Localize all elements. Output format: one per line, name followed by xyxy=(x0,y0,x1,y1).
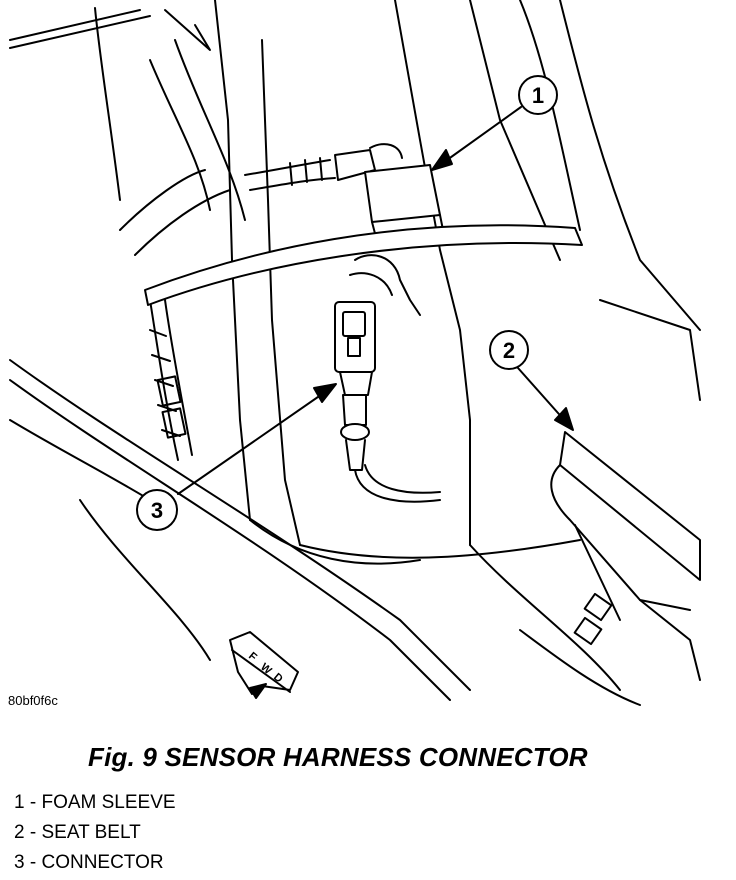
seat-belt xyxy=(550,431,701,681)
figure-reference-code: 80bf0f6c xyxy=(8,693,58,708)
legend-label: FOAM SLEEVE xyxy=(41,792,176,813)
wiring-harness xyxy=(119,9,246,461)
forward-direction-arrow: F W D xyxy=(229,631,299,699)
legend-separator: - xyxy=(29,792,37,813)
legend-label: CONNECTOR xyxy=(41,852,164,873)
legend-item: 2 - SEAT BELT xyxy=(14,820,176,850)
callout-2: 2 xyxy=(489,330,574,431)
callout-3: 3 xyxy=(136,383,337,531)
callout-1-number: 1 xyxy=(532,83,544,108)
connector-assembly xyxy=(334,254,441,503)
legend-item: 3 - CONNECTOR xyxy=(14,850,176,880)
seat-belt-strap xyxy=(144,224,583,306)
callout-1: 1 xyxy=(431,75,558,171)
legend-item: 1 - FOAM SLEEVE xyxy=(14,790,176,820)
floor-panel xyxy=(9,359,641,706)
legend-number: 3 xyxy=(14,852,25,873)
sensor-harness-illustration: 1 2 3 F W D xyxy=(9,0,701,706)
figure-title: Fig. 9 SENSOR HARNESS CONNECTOR xyxy=(88,742,588,772)
callout-legend: 1 - FOAM SLEEVE 2 - SEAT BELT 3 - CONNEC… xyxy=(14,790,176,880)
callout-3-number: 3 xyxy=(151,498,163,523)
legend-separator: - xyxy=(29,852,37,873)
callout-2-number: 2 xyxy=(503,338,515,363)
legend-label: SEAT BELT xyxy=(41,822,141,843)
legend-separator: - xyxy=(29,822,37,843)
legend-number: 2 xyxy=(14,822,25,843)
upper-trim-panel xyxy=(9,7,151,201)
legend-number: 1 xyxy=(14,792,25,813)
